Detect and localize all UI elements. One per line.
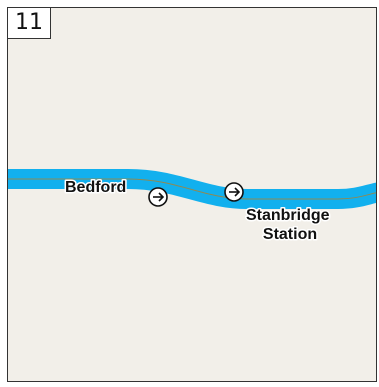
map-canvas: Bedford Stanbridge Station — [8, 8, 376, 381]
place-marker-bedford[interactable]: Bedford — [64, 178, 168, 207]
arrow-circle-icon — [148, 187, 168, 207]
place-label-bedford: Bedford — [65, 179, 126, 196]
arrow-circle-icon — [224, 182, 244, 202]
page-number-box: 11 — [7, 7, 51, 39]
place-label-stanbridge-station: Stanbridge Station — [246, 207, 334, 243]
page-number: 11 — [15, 10, 43, 35]
map-area[interactable]: Bedford Stanbridge Station — [7, 7, 377, 382]
place-marker-stanbridge-station[interactable]: Stanbridge Station — [224, 182, 334, 245]
